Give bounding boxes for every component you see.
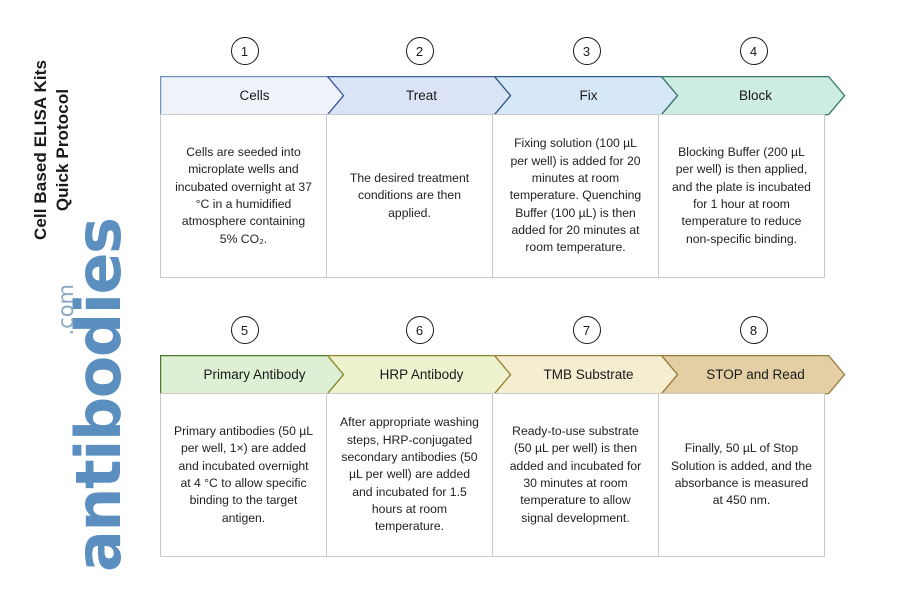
step-2-label: Treat xyxy=(405,87,437,103)
step-4-chevron-shape xyxy=(661,76,846,116)
step-7-label: TMB Substrate xyxy=(543,366,634,382)
step-2-chevron[interactable]: Treat xyxy=(327,76,512,116)
step-4-number-badge: 4 xyxy=(739,37,768,65)
step-7-number-badge: 7 xyxy=(572,316,601,344)
step-4-chevron[interactable]: Block xyxy=(661,76,846,116)
step-3-chevron[interactable]: Fix xyxy=(494,76,679,116)
logo-wordmark: antibodies xyxy=(62,218,135,572)
step-4-description-box: Blocking Buffer (200 µL per well) is the… xyxy=(658,114,825,278)
step-5-description-text: Primary antibodies (50 µL per well, 1×) … xyxy=(173,424,314,525)
step-8-description-box: Finally, 50 µL of Stop Solution is added… xyxy=(658,393,825,557)
step-8-chevron[interactable]: STOP and Read xyxy=(661,355,846,395)
step-5-chevron[interactable]: Primary Antibody xyxy=(160,355,345,395)
step-8-description-text: Finally, 50 µL of Stop Solution is added… xyxy=(671,441,812,508)
step-8-chevron-shape xyxy=(661,355,846,395)
step-1-label: Cells xyxy=(239,87,270,103)
step-5-number-badge: 5 xyxy=(230,316,259,344)
step-7-description-box: Ready-to-use substrate (50 µL per well) … xyxy=(492,393,659,557)
step-5-description-box: Primary antibodies (50 µL per well, 1×) … xyxy=(160,393,327,557)
logo-tld: .com xyxy=(54,284,78,336)
step-4-description-text: Blocking Buffer (200 µL per well) is the… xyxy=(672,145,811,246)
step-3-description-box: Fixing solution (100 µL per well) is add… xyxy=(492,114,659,278)
row-2-descriptions: Primary antibodies (50 µL per well, 1×) … xyxy=(160,393,841,557)
step-2-description-box: The desired treatment conditions are the… xyxy=(326,114,493,278)
step-2-number-badge: 2 xyxy=(405,37,434,65)
step-2-description-text: The desired treatment conditions are the… xyxy=(349,171,470,220)
step-6-description-text: After appropriate washing steps, HRP-con… xyxy=(340,415,479,534)
step-4-label: Block xyxy=(738,87,772,103)
step-7-description-text: Ready-to-use substrate (50 µL per well) … xyxy=(509,424,642,525)
step-1-chevron[interactable]: Cells xyxy=(160,76,345,116)
step-6-chevron[interactable]: HRP Antibody xyxy=(327,355,512,395)
row-1-descriptions: Cells are seeded into microplate wells a… xyxy=(160,114,841,278)
step-3-description-text: Fixing solution (100 µL per well) is add… xyxy=(509,136,642,255)
step-8-label: STOP and Read xyxy=(706,366,805,382)
step-3-label: Fix xyxy=(579,87,598,103)
antibodies-logo: antibodies .com xyxy=(18,0,148,572)
step-3-number-badge: 3 xyxy=(572,37,601,65)
step-7-chevron[interactable]: TMB Substrate xyxy=(494,355,679,395)
step-5-label: Primary Antibody xyxy=(203,366,306,382)
step-1-description-text: Cells are seeded into microplate wells a… xyxy=(175,145,312,246)
step-8-number-badge: 8 xyxy=(739,316,768,344)
step-6-number-badge: 6 xyxy=(405,316,434,344)
step-1-description-box: Cells are seeded into microplate wells a… xyxy=(160,114,327,278)
step-6-description-box: After appropriate washing steps, HRP-con… xyxy=(326,393,493,557)
step-1-number-badge: 1 xyxy=(230,37,259,65)
step-6-label: HRP Antibody xyxy=(379,366,464,382)
